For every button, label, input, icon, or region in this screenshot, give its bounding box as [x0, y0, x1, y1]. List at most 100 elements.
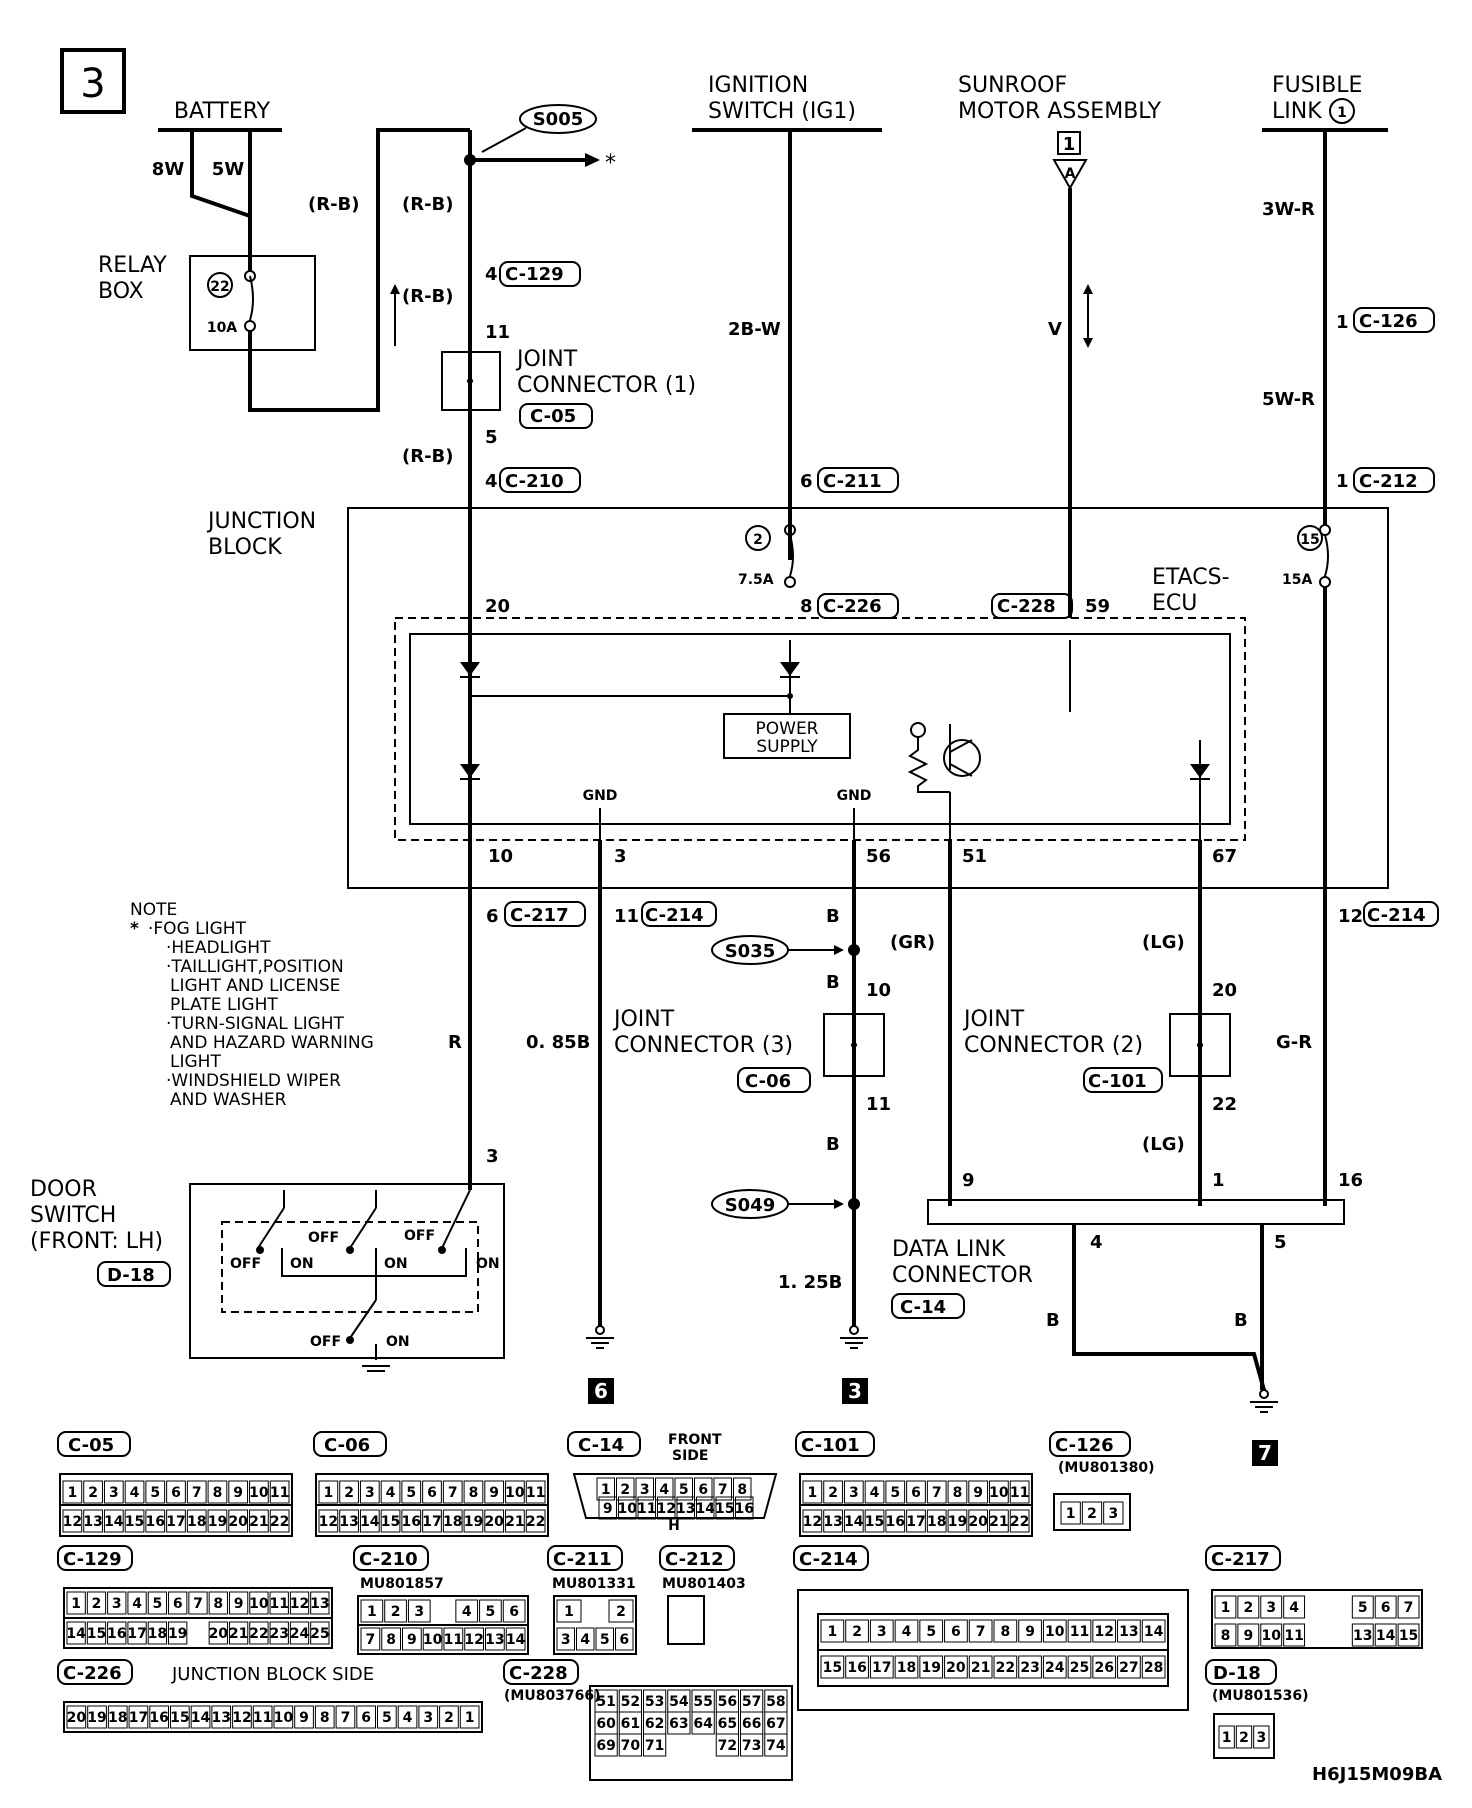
fuse-2-amp: 7.5A [738, 572, 774, 588]
pin-1-dlc: 1 [1212, 1170, 1225, 1191]
pin-number: 18 [108, 1710, 127, 1726]
conn-c14-a: C-14 [900, 1297, 946, 1318]
pin-number: 5 [1358, 1600, 1368, 1616]
s049-label: S049 [725, 1195, 776, 1216]
pin-number: 4 [580, 1632, 590, 1648]
pin-number: 9 [489, 1485, 499, 1501]
pin-number: 2 [828, 1485, 838, 1501]
pin-number: 8 [469, 1485, 479, 1501]
note-line-9: AND WASHER [170, 1090, 287, 1110]
pin-number: 6 [619, 1632, 629, 1648]
fuse-15-amp: 15A [1282, 572, 1312, 588]
pin-number: 22 [996, 1660, 1015, 1676]
fusible-section: FUSIBLE LINK 1 3W-R 1 C-126 5W-R 1 C-212 [1262, 73, 1435, 525]
front-side-2: SIDE [672, 1448, 708, 1464]
pin-number: 5 [153, 1596, 163, 1612]
pin-number: 11 [1284, 1628, 1303, 1644]
pin-number: 9 [299, 1710, 309, 1726]
pin-number: 52 [621, 1694, 640, 1710]
conn-c05-a: C-05 [530, 406, 576, 427]
pin-number: 17 [166, 1514, 185, 1530]
pin-number: 16 [146, 1514, 165, 1530]
pin-number: 20 [484, 1514, 504, 1530]
pin-6-c217: 6 [486, 906, 499, 927]
pin-number: 17 [422, 1514, 441, 1530]
pin-number: 10 [249, 1596, 269, 1612]
pin-number: 2 [852, 1624, 862, 1640]
pin-number: 10 [1045, 1624, 1065, 1640]
note-block: NOTE * ·FOG LIGHT ·HEADLIGHT ·TAILLIGHT,… [130, 900, 374, 1110]
pin-number: 10 [618, 1501, 638, 1517]
wire-r: R [448, 1032, 462, 1053]
view-c14: C-14 [578, 1435, 624, 1456]
wire-gr-2: G-R [1276, 1032, 1312, 1053]
pin-number: 66 [742, 1716, 761, 1732]
battery-label: BATTERY [174, 99, 271, 124]
pin-number: 20 [67, 1710, 87, 1726]
view-c226: C-226 [63, 1663, 122, 1684]
gnd-1: GND [583, 788, 618, 804]
rb-trunk: (R-B) (R-B) (R-B) (R-B) 4 C-129 11 JOINT… [308, 130, 696, 876]
ignition-label-1: IGNITION [708, 73, 808, 98]
pin-number: 8 [737, 1482, 747, 1498]
wire-lg-1: (LG) [1142, 932, 1185, 953]
pin-3-d18: 3 [486, 1146, 499, 1167]
rb-label-4: (R-B) [402, 446, 454, 467]
wire-b-5: B [1234, 1310, 1248, 1331]
pin-number: 20 [946, 1660, 966, 1676]
splice-s005: S005 * [464, 104, 616, 176]
part-c210: MU801857 [360, 1576, 444, 1592]
pin-number: 6 [1381, 1600, 1391, 1616]
pin-number: 7 [193, 1596, 203, 1612]
pin-number: 6 [427, 1485, 437, 1501]
pin-number: 65 [718, 1716, 737, 1732]
pin-number: 11 [637, 1501, 656, 1517]
pin-number: 60 [596, 1716, 616, 1732]
pin-number: 19 [948, 1514, 967, 1530]
pin-number: 19 [464, 1514, 483, 1530]
pin-number: 12 [464, 1632, 483, 1648]
pin-number: 1 [564, 1604, 574, 1620]
conn-c226-a: C-226 [823, 596, 882, 617]
pin-number: 3 [112, 1596, 122, 1612]
pin-number: 4 [902, 1624, 912, 1640]
pin-number: 7 [448, 1485, 458, 1501]
ground-6: 6 [594, 1379, 608, 1403]
pin-number: 5 [926, 1624, 936, 1640]
pin-number: 10 [249, 1485, 269, 1501]
fusible-num: 1 [1337, 105, 1347, 121]
pin-8: 8 [800, 596, 813, 617]
pin-number: 13 [676, 1501, 695, 1517]
relay-box-label-1: RELAY [98, 253, 167, 278]
pin-number: 24 [1045, 1660, 1065, 1676]
s035-label: S035 [725, 941, 776, 962]
pin-number: 4 [870, 1485, 880, 1501]
pin-3: 3 [614, 846, 627, 867]
wire-125b: 1. 25B [778, 1272, 842, 1293]
conn-d18-a: D-18 [107, 1265, 155, 1286]
pin-number: 19 [168, 1626, 187, 1642]
ds-on-2: ON [384, 1256, 408, 1272]
pin-number: 19 [87, 1710, 106, 1726]
pin-number: 10 [274, 1710, 294, 1726]
pin-number: 10 [505, 1485, 525, 1501]
pin-number: 3 [423, 1710, 433, 1726]
wire-b-3: B [826, 1134, 840, 1155]
pin-number: 18 [187, 1514, 206, 1530]
view-c228: C-228 [509, 1663, 568, 1684]
pin-number: 1 [323, 1485, 333, 1501]
pin-4: 4 [485, 264, 498, 285]
pin-number: 9 [234, 1596, 244, 1612]
gnd-2: GND [837, 788, 872, 804]
view-c217: C-217 [1211, 1549, 1270, 1570]
pin-number: 3 [877, 1624, 887, 1640]
pin-number: 21 [229, 1626, 248, 1642]
pin-5-dlc: 5 [1274, 1232, 1287, 1253]
pin-number: 5 [679, 1482, 689, 1498]
pin-number: 6 [361, 1710, 371, 1726]
pin-number: 13 [339, 1514, 358, 1530]
ds-off-4: OFF [310, 1334, 341, 1350]
note-line-8: ·WINDSHIELD WIPER [166, 1071, 341, 1091]
pin-number: 21 [249, 1514, 268, 1530]
